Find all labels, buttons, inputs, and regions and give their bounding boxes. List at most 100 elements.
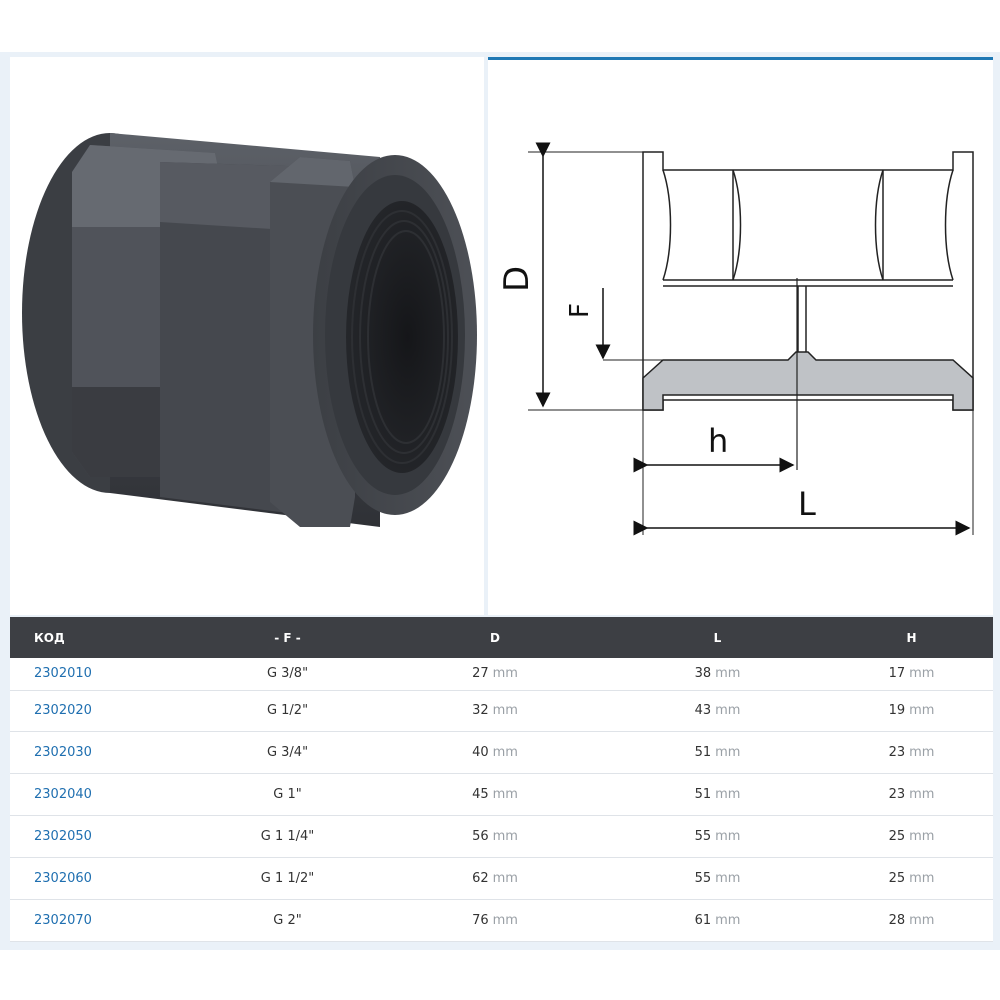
thread-size-value: G 1 1/2" bbox=[260, 870, 315, 886]
product-code-link-value[interactable]: 2302050 bbox=[34, 828, 92, 844]
product-code-link-value[interactable]: 2302020 bbox=[34, 703, 92, 718]
product-code-link-value[interactable]: 2302070 bbox=[34, 912, 92, 928]
product-code-link[interactable]: 2302040 bbox=[10, 773, 190, 815]
unit-label: mm bbox=[909, 786, 935, 802]
dimension-l-value: 61 bbox=[694, 912, 712, 928]
product-code-link-value[interactable]: 2302030 bbox=[34, 744, 92, 760]
dimension-h-value: 19 bbox=[888, 703, 906, 718]
thread-size-value: G 3/4" bbox=[266, 744, 309, 760]
dimension-d-value: 62 bbox=[472, 870, 489, 886]
thread-size-value: G 3/8" bbox=[266, 666, 309, 682]
thread-size-value: G 1 1/4" bbox=[260, 828, 315, 844]
product-code-link[interactable]: 2302010 bbox=[10, 658, 190, 690]
unit-label: mm bbox=[909, 828, 935, 844]
unit-label: mm bbox=[715, 703, 741, 718]
dim-label-f: F bbox=[565, 303, 595, 318]
dimension-l-value: 55 bbox=[694, 870, 712, 886]
dimension-h-value: 25 bbox=[888, 870, 906, 886]
unit-label: mm bbox=[492, 703, 518, 718]
dimension-h-value: 28 bbox=[888, 912, 906, 928]
unit-label: mm bbox=[909, 703, 935, 718]
dimension-l-value: 51 bbox=[694, 786, 712, 802]
header-h: H bbox=[906, 630, 917, 645]
header-code: КОД bbox=[34, 630, 65, 645]
thread-size: G 1" bbox=[190, 773, 385, 815]
thread-size: G 3/8" bbox=[190, 658, 385, 690]
product-code-link[interactable]: 2302020 bbox=[10, 690, 190, 731]
unit-label: mm bbox=[715, 744, 741, 760]
unit-label: mm bbox=[492, 828, 518, 844]
dimension-d-value: 45 bbox=[472, 786, 489, 802]
unit-label: mm bbox=[909, 912, 935, 928]
product-code-link[interactable]: 2302050 bbox=[10, 815, 190, 857]
thread-size-value: G 1" bbox=[273, 786, 302, 802]
dimension-h-value: 17 bbox=[888, 666, 906, 682]
dimension-h-value: 23 bbox=[888, 744, 906, 760]
dimension-d-value: 56 bbox=[472, 828, 489, 844]
table-header-row: КОД - F - D L H bbox=[10, 617, 993, 658]
unit-label: mm bbox=[715, 912, 741, 928]
dimension-l-value: 38 bbox=[694, 666, 712, 682]
product-code-link-value[interactable]: 2302010 bbox=[34, 666, 92, 682]
header-d: D bbox=[490, 630, 500, 645]
thread-size-value: G 2" bbox=[273, 912, 302, 928]
dimension-h-value: 25 bbox=[888, 828, 906, 844]
unit-label: mm bbox=[909, 870, 935, 886]
thread-size: G 1/2" bbox=[190, 690, 385, 731]
product-code-link[interactable]: 2302030 bbox=[10, 731, 190, 773]
product-code-link[interactable]: 2302070 bbox=[10, 899, 190, 941]
unit-label: mm bbox=[715, 870, 741, 886]
unit-label: mm bbox=[492, 912, 518, 928]
thread-size: G 2" bbox=[190, 899, 385, 941]
dimension-d-value: 40 bbox=[472, 744, 489, 760]
section-diagram: D F h L bbox=[497, 142, 974, 536]
product-code-link[interactable]: 2302060 bbox=[10, 857, 190, 899]
header-l: L bbox=[713, 630, 722, 645]
dimension-l-value: 43 bbox=[694, 703, 712, 718]
unit-label: mm bbox=[492, 666, 518, 682]
unit-label: mm bbox=[715, 666, 741, 682]
unit-label: mm bbox=[909, 666, 935, 682]
thread-size: G 1 1/4" bbox=[190, 815, 385, 857]
dimension-d-value: 32 bbox=[472, 703, 489, 718]
unit-label: mm bbox=[492, 786, 518, 802]
product-code-link-value[interactable]: 2302040 bbox=[34, 786, 92, 802]
product-code-link-value[interactable]: 2302060 bbox=[34, 870, 92, 886]
thread-size-value: G 1/2" bbox=[266, 703, 309, 718]
unit-label: mm bbox=[715, 828, 741, 844]
product-photo bbox=[10, 57, 484, 615]
dim-label-h: h bbox=[708, 422, 728, 460]
dimension-l-value: 55 bbox=[694, 828, 712, 844]
dimension-l-value: 51 bbox=[694, 744, 712, 760]
thread-size: G 3/4" bbox=[190, 731, 385, 773]
unit-label: mm bbox=[715, 786, 741, 802]
unit-label: mm bbox=[909, 744, 935, 760]
dim-label-d: D bbox=[497, 266, 537, 292]
